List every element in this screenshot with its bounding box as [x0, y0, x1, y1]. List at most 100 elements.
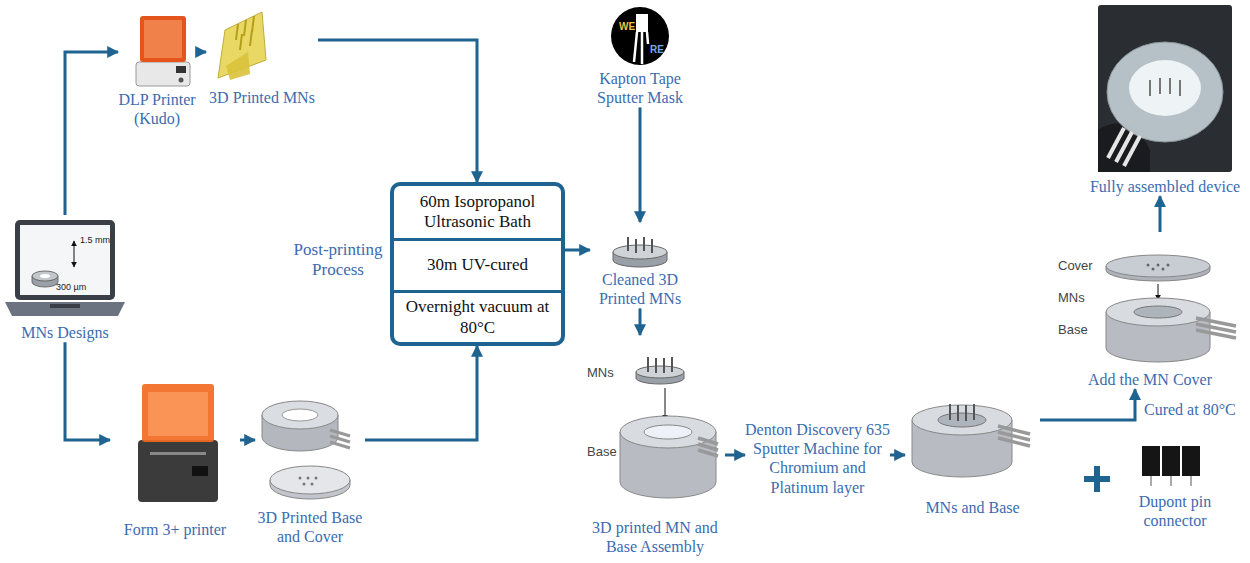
laptop-icon: [20, 225, 110, 295]
coated-assembly-render: [973, 404, 975, 420]
step-group: DLP Printer (Kudo): [118, 12, 196, 128]
part-label: MNs: [1058, 291, 1085, 305]
step-group: 3D Printed MNs: [206, 8, 318, 107]
flow-arrow: [240, 439, 255, 442]
process-step: 30m UV-cured: [394, 238, 561, 290]
printed-mns-photo: [250, 30, 252, 46]
coated-assembly-render: [938, 413, 986, 427]
cleaned-mns-render: [627, 237, 629, 251]
device-photo: [1098, 5, 1232, 172]
assembly-render: [636, 366, 684, 378]
step-group: MNs Designs: [5, 215, 125, 342]
step-group: Denton Discovery 635 Sputter Machine for…: [745, 420, 890, 497]
part-label: Base: [1058, 323, 1088, 337]
step-caption: MNs and Base: [905, 498, 1040, 517]
dupont-connector-icon: [1142, 446, 1160, 476]
cover-assembly-render: [1134, 306, 1182, 318]
base-cover-render: [262, 401, 338, 429]
device-photo: [1169, 78, 1171, 94]
part-label: Base: [587, 445, 617, 459]
plus-symbol: [1094, 466, 1100, 492]
flow-arrow: [725, 454, 745, 457]
base-cover-render: [262, 401, 350, 499]
coated-assembly-render: [949, 404, 951, 420]
part-label: WE: [619, 21, 635, 32]
process-step: 60m Isopropanol Ultrasonic Bath: [394, 186, 561, 238]
cover-assembly-render: [1167, 264, 1170, 267]
flow-arrow: [639, 107, 642, 222]
assembly-render: [620, 357, 718, 498]
printed-mns-photo: [240, 34, 242, 50]
kapton-mask-icon: [611, 7, 669, 65]
device-photo: [1149, 80, 1151, 96]
step-caption: 30m UV-cured: [427, 255, 528, 275]
dupont-connector-icon: [1162, 446, 1180, 476]
device-photo: [1124, 136, 1140, 166]
part-label: 1.5 mm: [80, 236, 110, 246]
dupont-connector-icon: [1170, 476, 1172, 486]
form-printer-icon: [192, 466, 208, 476]
printed-mns-photo: [226, 52, 250, 80]
cover-assembly-render: [1147, 264, 1150, 267]
step-group: Fully assembled device: [1085, 5, 1245, 196]
step-caption: Dupont pin connector: [1125, 492, 1225, 530]
device-photo: [1159, 78, 1161, 94]
base-cover-render: [299, 477, 302, 480]
cover-assembly-render: [1106, 298, 1210, 326]
step-caption: Add the MN Cover: [1055, 370, 1245, 389]
laptop-icon: [40, 274, 50, 278]
cover-assembly-render: [1106, 255, 1210, 277]
process-heading: Post-printing Process: [290, 240, 386, 281]
device-photo: [1107, 42, 1223, 142]
cleaned-mns-render: [651, 239, 653, 253]
step-group: Kapton Tape Sputter Mask: [585, 5, 695, 107]
printed-mns-photo: [218, 12, 266, 80]
dlp-printer-icon: [179, 78, 184, 83]
device-photo: [1098, 5, 1232, 172]
flow-arrow: [1159, 196, 1162, 232]
cleaned-mns-render: [613, 237, 667, 267]
printed-mns-photo: [252, 16, 254, 32]
form-printer-icon: [142, 384, 214, 442]
form-printer-icon: [150, 452, 206, 455]
step-caption: MNs Designs: [5, 323, 125, 342]
base-cover-render: [330, 442, 350, 448]
part-label: RE: [650, 44, 664, 55]
dupont-connector-icon: [1150, 476, 1152, 486]
laptop-icon: [32, 271, 58, 281]
step-group: MNs and Base: [905, 390, 1040, 517]
part-label: 300 µm: [56, 283, 86, 293]
assembly-render: [620, 416, 716, 448]
step-caption: 3D Printed MNs: [206, 88, 318, 107]
step-group: Add the MN Cover: [1055, 232, 1245, 389]
coated-assembly-render: [965, 405, 967, 421]
cover-assembly-render: [1162, 268, 1165, 271]
flow-arrow: [365, 346, 477, 440]
flow-arrow: [196, 51, 206, 54]
cover-assembly-render: [1106, 255, 1236, 362]
assembly-render: [663, 358, 665, 373]
printed-mns-photo: [244, 20, 246, 36]
kapton-mask-icon: [634, 32, 637, 62]
flow-arrow: [639, 308, 642, 335]
step-caption: Fully assembled device: [1085, 177, 1245, 196]
cover-assembly-render: [1157, 264, 1160, 267]
assembly-render: [644, 425, 692, 439]
cover-assembly-render: [1152, 268, 1155, 271]
cleaned-mns-render: [613, 245, 667, 259]
dupont-connector-icon: [1182, 446, 1200, 476]
plus-symbol: [1084, 466, 1110, 492]
dupont-connector-icon: [1190, 476, 1192, 486]
step-caption: 3D printed MN and Base Assembly: [585, 518, 725, 556]
coated-assembly-render: [998, 438, 1030, 446]
step-group: Dupont pin connector: [1125, 430, 1225, 530]
base-cover-render: [330, 436, 350, 442]
base-cover-render: [330, 430, 350, 436]
base-cover-render: [270, 466, 350, 494]
part-label: MNs: [587, 366, 614, 380]
base-cover-render: [303, 483, 306, 486]
assembly-render: [665, 388, 666, 420]
step-caption: 3D Printed Base and Cover: [255, 508, 365, 546]
kapton-mask-icon: [611, 7, 669, 65]
